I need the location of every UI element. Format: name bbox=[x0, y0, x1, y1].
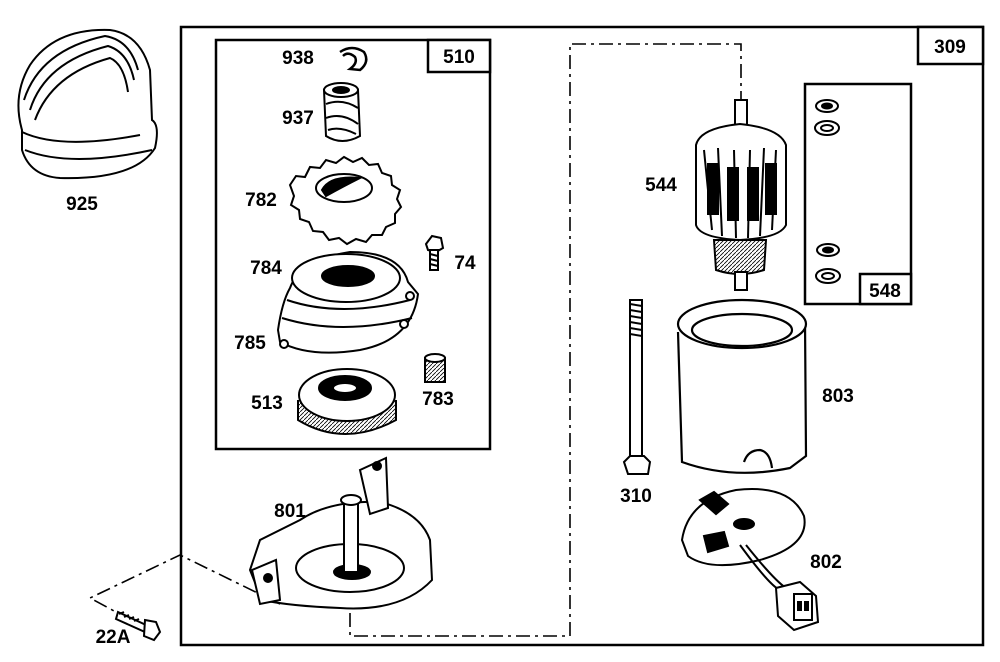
gear-kit-510-tag bbox=[426, 38, 492, 74]
leader-lines bbox=[88, 43, 742, 637]
part-544-label: 544 bbox=[645, 175, 677, 196]
motor-housing-803-part bbox=[676, 298, 808, 474]
part-310-label: 310 bbox=[620, 486, 652, 507]
part-782-label: 782 bbox=[245, 190, 277, 211]
part-784-label: 784 bbox=[250, 258, 282, 279]
washer-kit-548-tag bbox=[858, 272, 913, 306]
part-801-label: 801 bbox=[274, 501, 306, 522]
gear-kit-510-label: 510 bbox=[443, 47, 475, 68]
washer-kit-548-label: 548 bbox=[869, 281, 901, 302]
assembly-309-frame bbox=[179, 25, 985, 647]
part-513-label: 513 bbox=[251, 393, 283, 414]
part-783-label: 783 bbox=[422, 389, 454, 410]
housing-part bbox=[276, 250, 420, 354]
part-785-label: 785 bbox=[234, 333, 266, 354]
pinion-part bbox=[424, 353, 446, 383]
washer-kit-548-frame bbox=[803, 82, 913, 306]
part-803-label: 803 bbox=[822, 386, 854, 407]
part-938-label: 938 bbox=[282, 48, 314, 69]
ring-gear-part bbox=[297, 368, 397, 435]
part-802-label: 802 bbox=[810, 552, 842, 573]
washers-part bbox=[814, 99, 841, 284]
brush-plate-802-part bbox=[680, 488, 820, 632]
helix-nut-part bbox=[322, 82, 362, 142]
part-74-label: 74 bbox=[454, 253, 476, 274]
cover-part bbox=[17, 28, 158, 180]
part-925-label: 925 bbox=[66, 194, 98, 215]
part-937-label: 937 bbox=[282, 108, 314, 129]
assembly-309-label: 309 bbox=[934, 37, 966, 58]
clip-part bbox=[339, 46, 368, 72]
bolt-74-part bbox=[424, 234, 445, 271]
part-22a-label: 22A bbox=[96, 627, 131, 648]
gear-kit-510-frame bbox=[214, 38, 492, 451]
gear-part bbox=[288, 155, 403, 246]
through-bolt-310-part bbox=[622, 299, 652, 475]
assembly-309-tag bbox=[916, 25, 985, 66]
armature-544-part bbox=[695, 99, 787, 291]
screw-22a-part bbox=[114, 610, 162, 642]
end-cap-801-part bbox=[248, 456, 434, 610]
